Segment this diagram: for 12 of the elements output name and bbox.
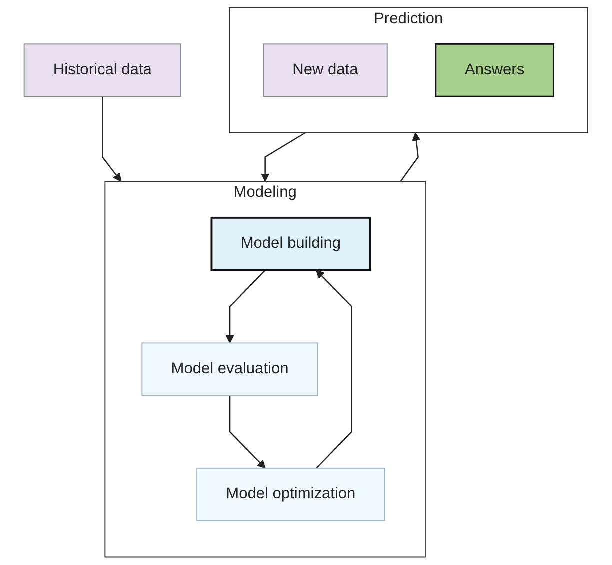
- arrow: [400, 132, 421, 182]
- arrow: [316, 270, 352, 469]
- node-box: Model building: [210, 216, 372, 272]
- node-box: Answers: [435, 43, 554, 98]
- node-box: Model evaluation: [142, 342, 318, 396]
- arrow: [261, 132, 306, 182]
- node-box: Model optimization: [196, 468, 386, 522]
- arrow: [226, 270, 266, 344]
- node-box: New data: [263, 44, 388, 98]
- arrow: [229, 396, 266, 469]
- arrow: [102, 96, 122, 182]
- node-box: Historical data: [24, 44, 182, 98]
